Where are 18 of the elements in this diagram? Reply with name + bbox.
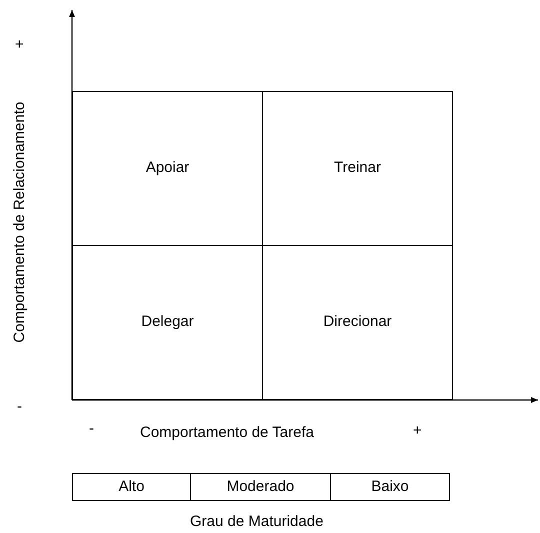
table-cell: Moderado (191, 474, 331, 500)
minus-sign: - (89, 419, 94, 439)
plus-sign: + (413, 421, 422, 441)
quadrant-box (72, 245, 263, 400)
table-cell-text: Baixo (370, 476, 410, 497)
quadrant-label: Apoiar (146, 158, 190, 178)
quadrant-box (262, 91, 453, 246)
plus-sign: + (15, 35, 24, 55)
quadrant-label: Treinar (334, 158, 381, 178)
axis-title: Comportamento de Tarefa (140, 423, 314, 443)
quadrant-box (262, 245, 453, 400)
quadrant-label: Direcionar (323, 312, 392, 332)
table-cell: Alto (73, 474, 191, 500)
minus-sign: - (17, 397, 22, 417)
axis-title: Comportamento de Relacionamento (10, 102, 29, 342)
quadrant-box (72, 91, 263, 246)
table-caption: Grau de Maturidade (190, 512, 324, 532)
quadrant-label: Delegar (141, 312, 194, 332)
